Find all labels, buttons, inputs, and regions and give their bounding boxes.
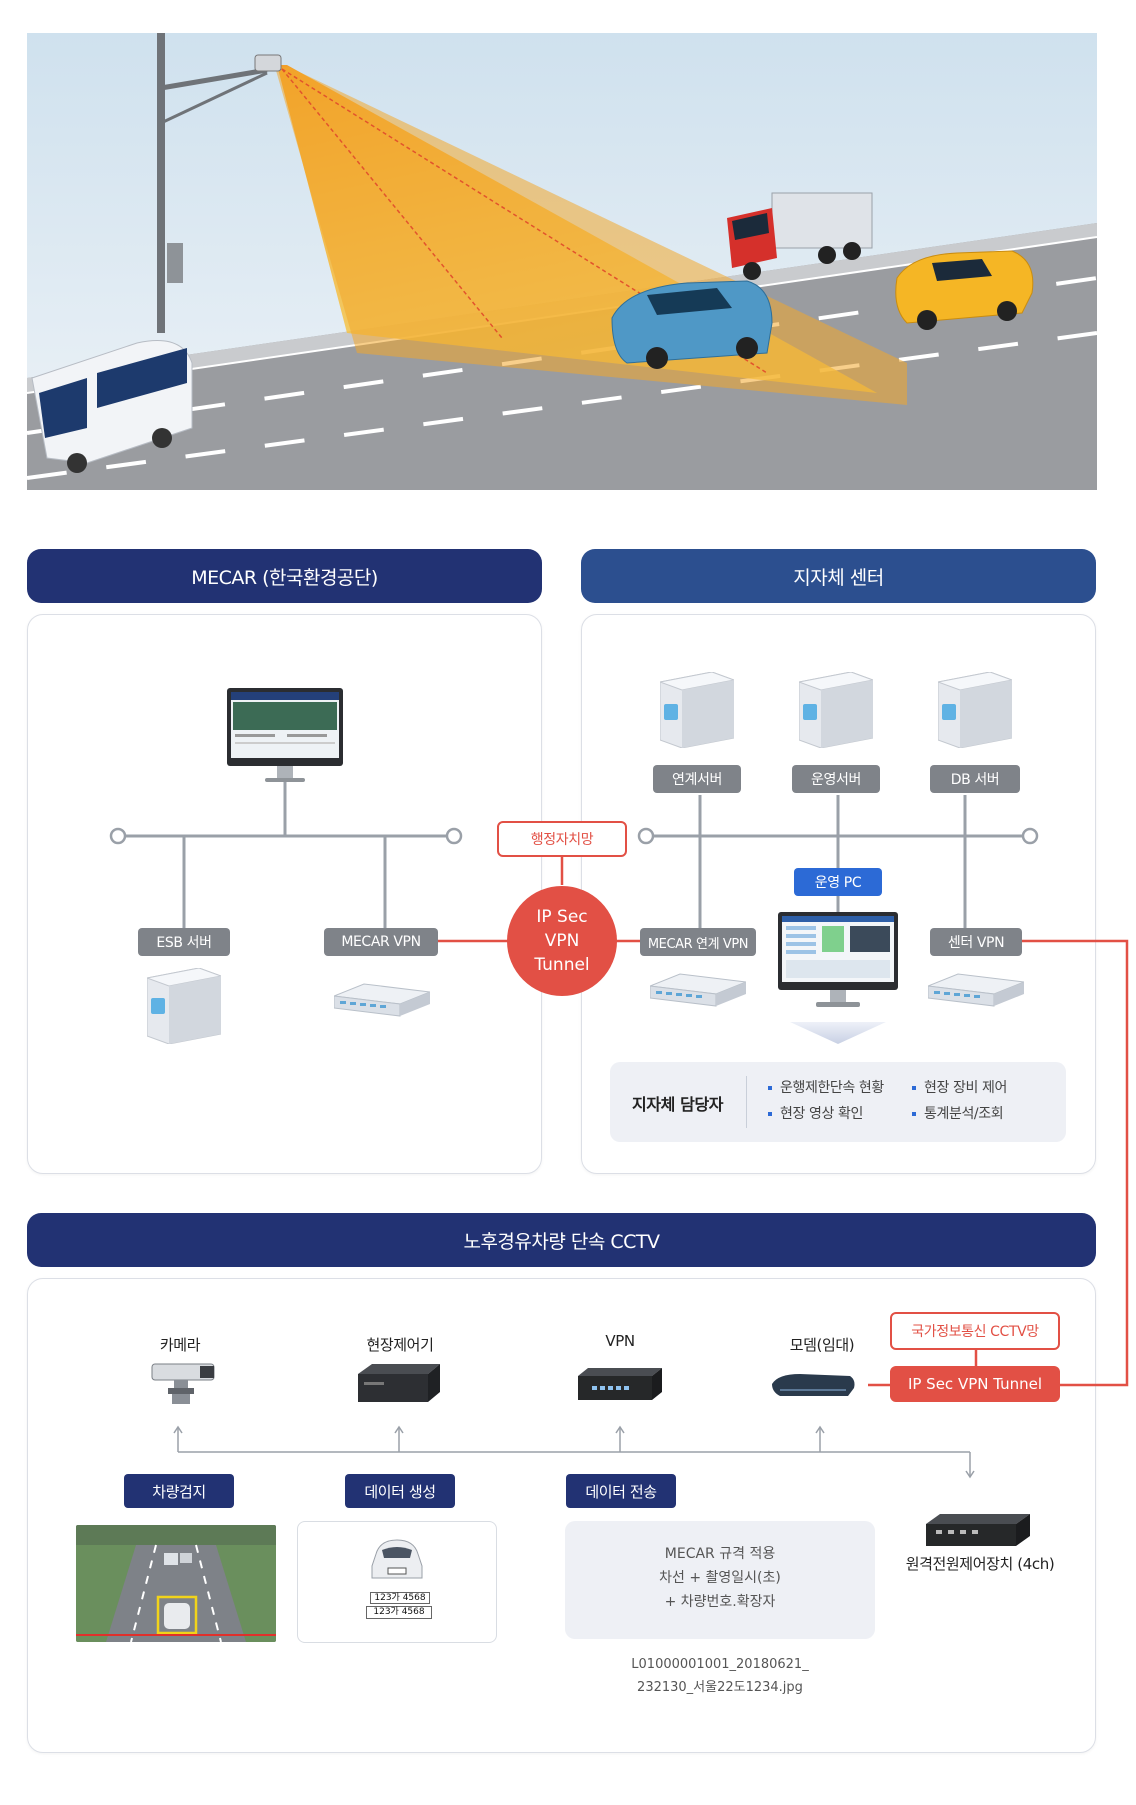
mecar-link-vpn-icon — [649, 972, 747, 1008]
manager-tasks-left: 운행제한단속 현황 현장 영상 확인 — [768, 1075, 884, 1127]
field-controller-icon — [358, 1362, 440, 1404]
mecar-vpn-label: MECAR VPN — [324, 928, 438, 956]
monitor-icon — [227, 688, 343, 784]
cctv-header: 노후경유차량 단속 CCTV — [27, 1213, 1096, 1267]
link-server-label: 연계서버 — [653, 765, 741, 793]
center-vpn-label: 센터 VPN — [930, 928, 1022, 956]
ops-server-label: 운영서버 — [792, 765, 880, 793]
step-data-transfer: 데이터 전송 — [566, 1474, 676, 1508]
filename-line: L01000001001_20180621_ — [631, 1657, 809, 1672]
national-cctv-network-label: 국가정보통신 CCTV망 — [890, 1312, 1060, 1350]
truck-icon — [727, 192, 873, 280]
tunnel-line-2: VPN — [544, 931, 580, 951]
plate-number-2: 123가 4568 — [366, 1606, 432, 1619]
center-vpn-icon — [927, 972, 1025, 1008]
camera-label: 카메라 — [159, 1336, 201, 1354]
manager-tasks-right: 현장 장비 제어 통계분석/조회 — [912, 1075, 1007, 1127]
spec-line: MECAR 규격 적용 — [664, 1546, 776, 1562]
db-server-icon — [936, 671, 1014, 749]
bus-icon — [31, 340, 193, 473]
spec-line: + 차량번호.확장자 — [664, 1594, 776, 1610]
spec-line: 차선 + 촬영일시(초) — [659, 1570, 781, 1586]
manager-box — [610, 1062, 1066, 1142]
step-vehicle-detect: 차량검지 — [124, 1474, 234, 1508]
ops-server-icon — [797, 671, 875, 749]
server-icon — [145, 967, 223, 1045]
mecar-header: MECAR (한국환경공단) — [27, 549, 542, 603]
vpn-router-icon — [578, 1366, 662, 1402]
ipsec-vpn-tunnel-node: IP Sec VPN Tunnel — [507, 886, 617, 996]
esb-server-label: ESB 서버 — [138, 928, 230, 956]
car-front-icon — [370, 1536, 424, 1582]
db-server-label: DB 서버 — [930, 765, 1020, 793]
spec-text: MECAR 규격 적용 차선 + 촬영일시(초) + 차량번호.확장자 — [565, 1542, 875, 1614]
local-center-header: 지자체 센터 — [581, 549, 1096, 603]
ops-pc-monitor-icon — [778, 912, 898, 1012]
ipsec-vpn-tunnel-label: IP Sec VPN Tunnel — [890, 1366, 1060, 1402]
task-item: 운행제한단속 현황 — [768, 1075, 884, 1101]
camera-icon — [150, 1360, 218, 1406]
chevron-down-icon — [790, 1022, 886, 1044]
car-yellow-icon — [895, 250, 1034, 330]
link-server-icon — [658, 671, 736, 749]
tunnel-line-3: Tunnel — [534, 955, 590, 975]
manager-divider — [746, 1076, 747, 1128]
vpn-appliance-icon — [333, 982, 431, 1018]
field-controller-label: 현장제어기 — [366, 1336, 434, 1354]
car-blue-icon — [611, 280, 773, 369]
task-item: 현장 장비 제어 — [912, 1075, 1007, 1101]
ops-pc-label: 운영 PC — [794, 868, 882, 896]
tunnel-line-1: IP Sec — [536, 907, 588, 927]
example-filename: L01000001001_20180621_ 232130_서울22도1234.… — [565, 1653, 875, 1699]
modem-label: 모뎀(임대) — [789, 1336, 855, 1354]
vpn-label: VPN — [605, 1332, 635, 1350]
plate-number-1: 123가 4568 — [370, 1592, 430, 1604]
spec-box — [565, 1521, 875, 1639]
modem-icon — [770, 1370, 856, 1400]
power-controller-label: 원격전원제어장치 (4ch) — [905, 1555, 1055, 1573]
filename-line: 232130_서울22도1234.jpg — [637, 1680, 803, 1695]
manager-label: 지자체 담당자 — [632, 1095, 724, 1114]
admin-network-label: 행정자치망 — [497, 821, 627, 857]
step-data-generate: 데이터 생성 — [345, 1474, 455, 1508]
power-controller-icon — [926, 1512, 1030, 1548]
road-scene — [27, 33, 1097, 490]
mecar-link-vpn-label: MECAR 연계 VPN — [640, 928, 756, 956]
road-illustration — [27, 33, 1097, 490]
task-item: 현장 영상 확인 — [768, 1101, 884, 1127]
cctv-camera-icon — [254, 54, 282, 72]
detection-photo — [76, 1525, 276, 1642]
task-item: 통계분석/조회 — [912, 1101, 1007, 1127]
